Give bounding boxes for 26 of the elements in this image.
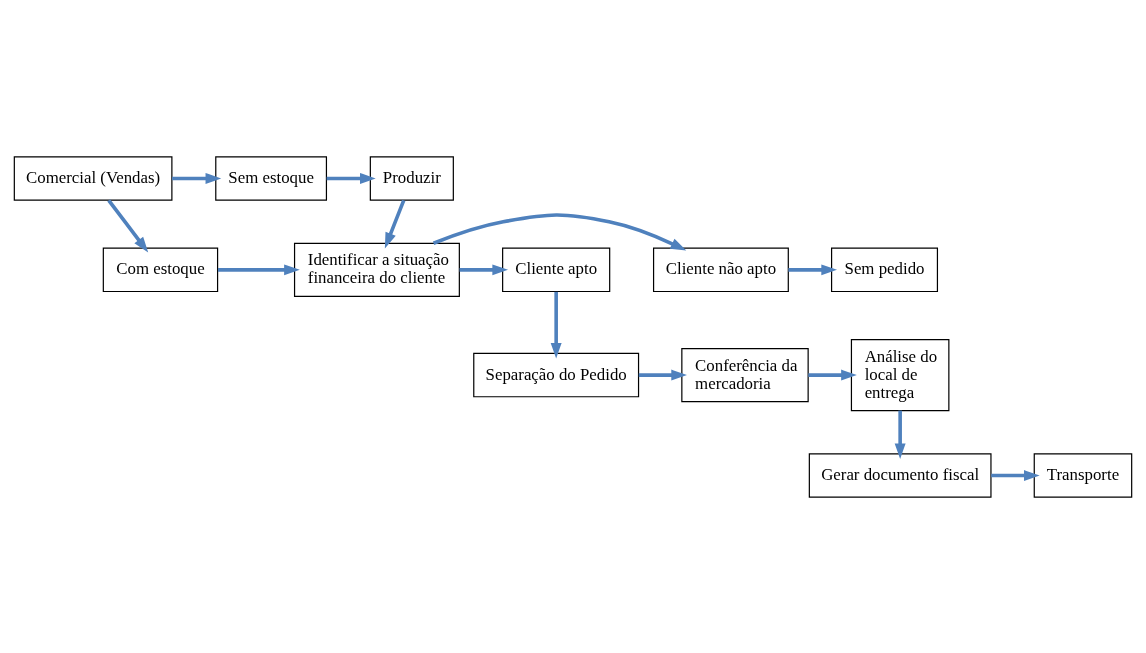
arrow bbox=[991, 469, 1040, 481]
node-box: Análise do local de entrega bbox=[850, 338, 950, 411]
node-box: Sem pedido bbox=[831, 247, 939, 292]
arrow bbox=[384, 199, 406, 248]
node-box: Gerar documento fiscal bbox=[808, 452, 992, 498]
arrow bbox=[107, 198, 149, 252]
arrow bbox=[326, 172, 376, 184]
arrow bbox=[432, 212, 687, 250]
arrow bbox=[808, 369, 857, 381]
arrow bbox=[638, 369, 687, 381]
node-box: Com estoque bbox=[102, 247, 219, 292]
node-box: Identificar a situação financeira do cliente bbox=[293, 242, 460, 297]
arrow bbox=[894, 410, 906, 459]
node-box: Comercial (Vendas) bbox=[13, 155, 173, 201]
arrow bbox=[217, 263, 300, 275]
node-box: Cliente não apto bbox=[653, 247, 789, 292]
arrow bbox=[459, 263, 509, 275]
node-box: Conferência da mercadoria bbox=[681, 347, 809, 402]
node-box: Sem estoque bbox=[215, 155, 328, 201]
arrow bbox=[550, 291, 562, 359]
node-box: Separação do Pedido bbox=[473, 352, 640, 397]
node-box: Cliente apto bbox=[502, 247, 611, 292]
arrow bbox=[172, 172, 222, 184]
arrow bbox=[788, 263, 837, 275]
node-box: Transporte bbox=[1033, 452, 1133, 498]
node-box: Produzir bbox=[369, 155, 454, 201]
